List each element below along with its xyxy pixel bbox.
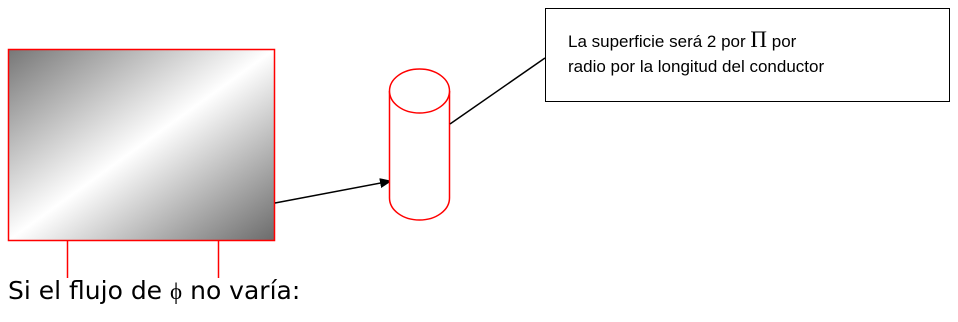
callout-line1-before: La superficie será 2 por — [568, 32, 746, 51]
pi-symbol: Π — [750, 27, 768, 52]
cylinder-shape — [388, 68, 451, 221]
caption-text: Si el flujo de ϕ no varía: — [8, 273, 300, 310]
cylinder-body — [388, 91, 451, 221]
callout-connector — [449, 57, 546, 125]
gradient-rectangle — [7, 48, 276, 242]
phi-symbol: ϕ — [170, 279, 183, 304]
caption-before: Si el flujo de — [8, 276, 163, 305]
cylinder-top — [388, 68, 451, 114]
callout-line1-after: por — [771, 32, 797, 51]
callout-line-1: La superficie será 2 por Π por — [568, 27, 941, 54]
caption-after: no varía: — [190, 276, 301, 305]
arrow-icon — [274, 178, 392, 204]
callout-line-2: radio por la longitud del conductor — [568, 57, 825, 76]
callout-box: La superficie será 2 por Π por radio por… — [545, 8, 950, 102]
